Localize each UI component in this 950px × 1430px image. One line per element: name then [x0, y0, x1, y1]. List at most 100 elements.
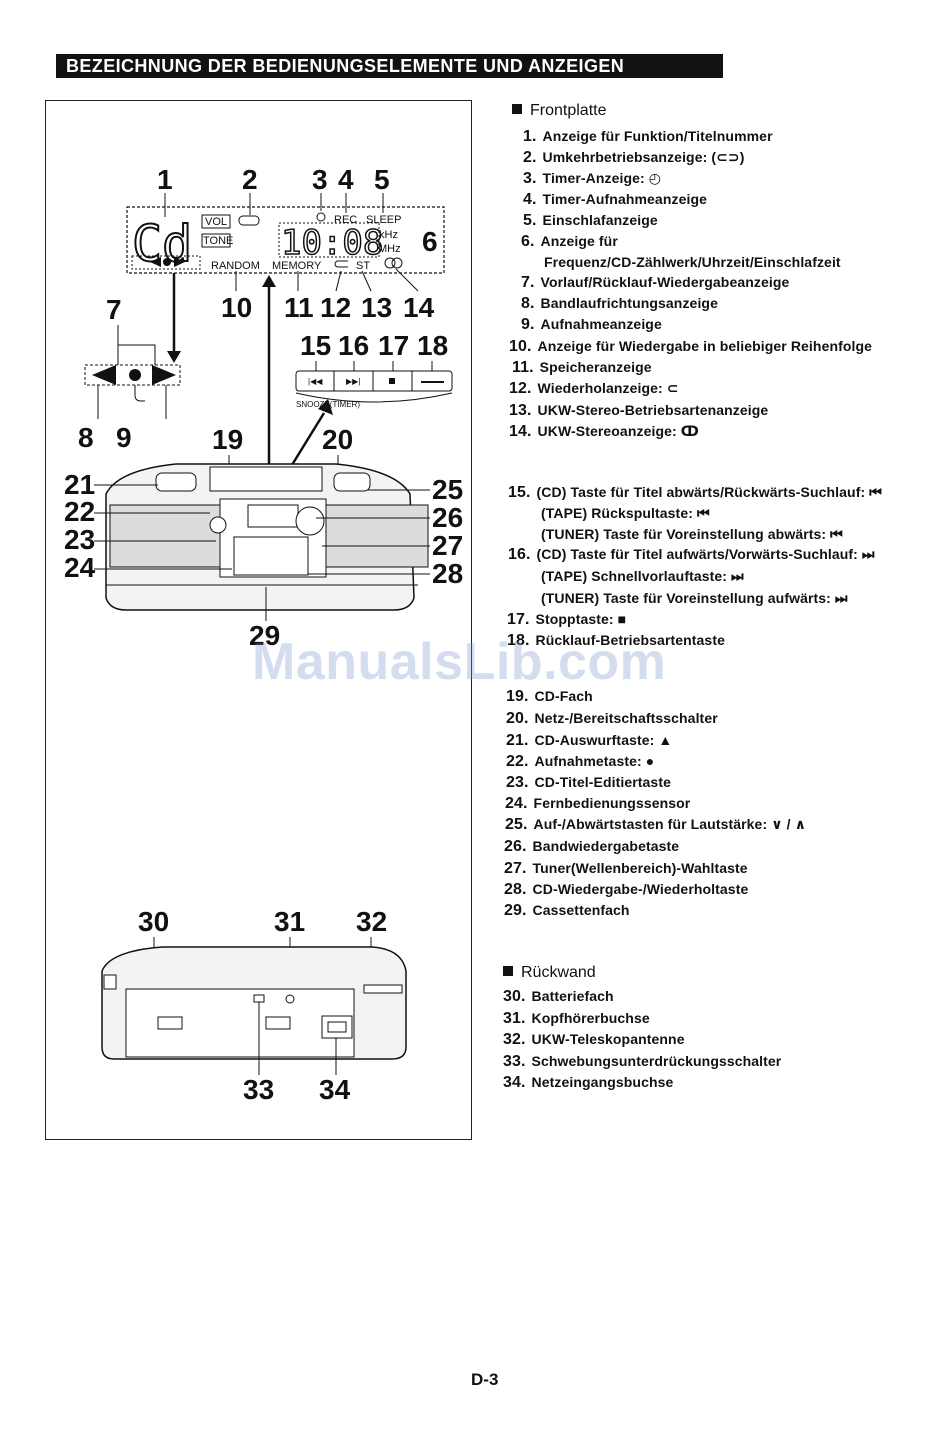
legend-item-text: Anzeige für Funktion/Titelnummer	[542, 128, 773, 144]
legend-item-number: 8.	[521, 295, 535, 312]
legend-item: 14.UKW-Stereoanzeige: ↀ	[509, 423, 699, 441]
legend-item-text: UKW-Stereo-Betriebsartenanzeige	[537, 402, 769, 418]
legend-item-number: 17.	[507, 611, 530, 628]
leader-12	[335, 270, 342, 292]
legend-item-number: 18.	[507, 632, 530, 649]
legend-item: 28.CD-Wiedergabe-/Wiederholtaste	[504, 881, 748, 899]
callout-20: 20	[322, 424, 353, 455]
timer-icon	[316, 212, 326, 222]
legend-item-text: Vorlauf/Rücklauf-Wiedergabeanzeige	[540, 274, 790, 290]
legend-item: 6.Anzeige für	[521, 233, 618, 251]
legend-item-number: 28.	[504, 881, 527, 898]
legend-item: 30.Batteriefach	[503, 988, 614, 1006]
stereo-icon	[384, 257, 396, 269]
callout-4: 4	[338, 164, 354, 195]
legend-item: (TAPE) Schnellvorlauftaste: ⏭	[541, 568, 744, 585]
legend-item: 27.Tuner(Wellenbereich)-Wahltaste	[504, 860, 748, 878]
record-dot-icon	[163, 258, 171, 266]
legend-item-text: Aufnahmetaste: ●	[534, 753, 655, 769]
callout-31: 31	[274, 906, 305, 937]
legend-item: 31.Kopfhörerbuchse	[503, 1010, 650, 1028]
callout-9: 9	[116, 422, 132, 453]
legend-item-text: CD-Auswurftaste: ▲	[534, 732, 673, 748]
legend-item: 4. Timer-Aufnahmeanzeige	[523, 191, 707, 209]
bullet-square-icon	[503, 966, 513, 976]
legend-item: 15.(CD) Taste für Titel abwärts/Rückwärt…	[508, 484, 882, 502]
legend-item-number: 11.	[512, 359, 534, 376]
antenna	[363, 984, 403, 994]
headphone-jack	[285, 994, 295, 1004]
legend-item: 26.Bandwiedergabetaste	[504, 838, 679, 856]
callout-5: 5	[374, 164, 390, 195]
legend-item-number: 19.	[506, 688, 529, 705]
playback-indicator-frame	[131, 255, 201, 270]
legend-item-text: Speicheranzeige	[539, 359, 652, 375]
legend-item-number: 4.	[523, 191, 537, 208]
arrow-diagonal-icon	[318, 399, 333, 415]
vol-label: VOL	[205, 216, 227, 228]
legend-item-text: Bandwiedergabetaste	[532, 838, 680, 854]
rear-panel-heading-text: Rückwand	[521, 964, 596, 981]
legend-item-number: 23.	[506, 774, 529, 791]
device-diagram: Cd VOL TONE REC SLEEP 10:08 kHz MHz RAND…	[64, 164, 463, 1105]
memory-label: MEMORY	[272, 260, 322, 272]
legend-item-text: (TUNER) Taste für Voreinstellung abwärts…	[541, 526, 843, 542]
legend-item: 2.Umkehrbetriebsanzeige: (⊂⊃)	[523, 149, 745, 167]
reverse-play-large-icon	[92, 365, 116, 385]
legend-item-number: 2.	[523, 149, 537, 166]
legend-item-number: 24.	[505, 795, 528, 812]
legend-item: 32.UKW-Teleskopantenne	[503, 1031, 685, 1049]
callout-32: 32	[356, 906, 387, 937]
legend-item-text: Schwebungsunterdrückungsschalter	[531, 1053, 782, 1069]
callout-16: 16	[338, 330, 369, 361]
cd-eject-button	[155, 472, 197, 492]
legend-item: 29.Cassettenfach	[504, 902, 630, 920]
bullet-square-icon	[512, 104, 522, 114]
callout-1: 1	[157, 164, 173, 195]
leader-14	[395, 268, 419, 292]
legend-item-text: Rücklauf-Betriebsartentaste	[535, 632, 725, 648]
button-strip-curve	[295, 392, 453, 403]
legend-item-text: CD-Titel-Editiertaste	[534, 774, 671, 790]
sleep-label: SLEEP	[366, 214, 401, 226]
legend-item-text: Anzeige für Wiedergabe in beliebiger Rei…	[537, 338, 873, 354]
leader-13	[361, 270, 372, 292]
legend-item-number: 30.	[503, 988, 526, 1005]
front-panel-heading-text: Frontplatte	[530, 102, 607, 119]
callout-12: 12	[320, 292, 351, 323]
legend-item-text: CD-Fach	[534, 688, 593, 704]
legend-item-text: Kopfhörerbuchse	[531, 1010, 650, 1026]
legend-item: 7. Vorlauf/Rücklauf-Wiedergabeanzeige	[521, 274, 789, 292]
legend-item: 23. CD-Titel-Editiertaste	[506, 774, 671, 792]
callout-27: 27	[432, 530, 463, 561]
legend-item-text: Einschlafanzeige	[542, 212, 658, 228]
stop-icon	[389, 378, 395, 384]
legend-item: (TUNER) Taste für Voreinstellung abwärts…	[541, 526, 843, 543]
callout-3: 3	[312, 164, 328, 195]
diagram-panel: Cd VOL TONE REC SLEEP 10:08 kHz MHz RAND…	[45, 100, 472, 1140]
legend-item-number: 32.	[503, 1031, 526, 1048]
callout-24: 24	[64, 552, 96, 583]
tuner-knob-left	[209, 516, 227, 534]
legend-item-number: 7.	[521, 274, 535, 291]
callout-7: 7	[106, 294, 122, 325]
tone-indicator-box	[201, 233, 231, 248]
leader-7	[117, 325, 156, 365]
stereo-icon-ring	[391, 257, 403, 269]
left-speaker-grille	[109, 504, 221, 568]
legend-item-number: 13.	[509, 402, 532, 419]
legend-item-text: Tuner(Wellenbereich)-Wahltaste	[532, 860, 748, 876]
legend-item-text: Timer-Aufnahmeanzeige	[542, 191, 707, 207]
front-panel-heading: Frontplatte	[512, 102, 606, 120]
legend-item-number: 22.	[506, 753, 529, 770]
handle-mount-left	[103, 974, 117, 990]
legend-item-text: Auf-/Abwärtstasten für Lautstärke: ∨ / ∧	[533, 816, 807, 832]
legend-item-text: Netzeingangsbuchse	[531, 1074, 674, 1090]
time-frame	[278, 222, 380, 258]
tuner-knob-right	[295, 506, 325, 536]
callout-2: 2	[242, 164, 258, 195]
vol-indicator-box	[201, 214, 231, 229]
legend-item: 12.Wiederholanzeige: ⊂	[509, 380, 679, 398]
volume-buttons	[333, 472, 371, 492]
legend-item-number: 33.	[503, 1053, 526, 1070]
